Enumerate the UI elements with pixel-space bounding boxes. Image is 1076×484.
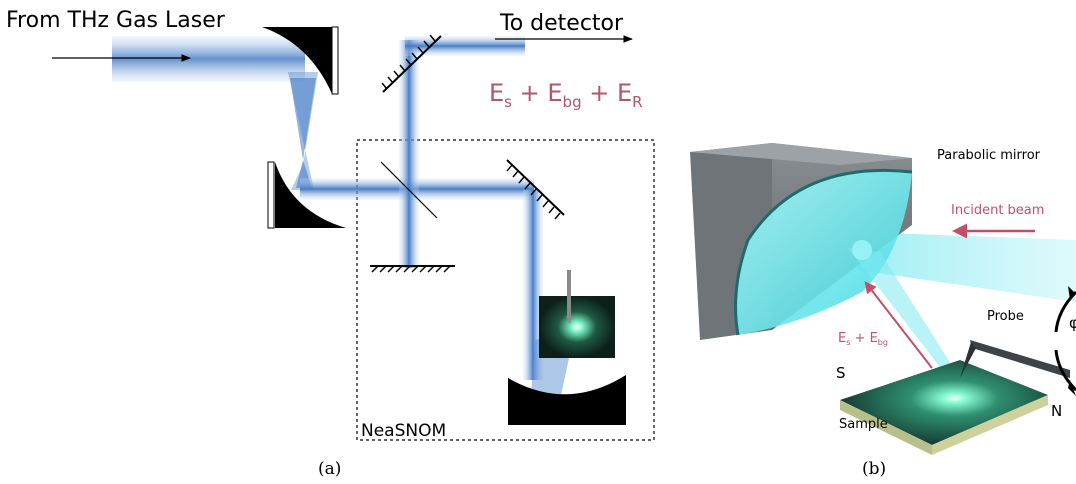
scatter-field-label: Es + Ebg <box>838 331 888 347</box>
panel-b: Parabolic mirror Incident beam Probe Es … <box>690 143 1076 479</box>
probe <box>960 340 1070 378</box>
beam-vertical-down <box>523 190 543 380</box>
caption-b: (b) <box>862 459 886 479</box>
scatter-arrow <box>864 281 933 369</box>
neasnom-box <box>356 139 655 441</box>
neasnom-label: NeaSNOM <box>361 421 446 441</box>
beamsplitter <box>380 161 438 219</box>
sample-label: Sample <box>839 417 888 432</box>
panel-a: From THz Gas Laser To detector Es + Ebg … <box>6 8 655 479</box>
input-beam <box>112 36 305 82</box>
incident-beam-b <box>858 232 1076 302</box>
lower-parabolic-mirror <box>267 161 346 229</box>
reference-mirror <box>370 265 455 273</box>
source-label: From THz Gas Laser <box>6 8 226 33</box>
caption-a: (a) <box>318 459 341 479</box>
beam-label: Incident beam <box>951 203 1044 218</box>
field-sum-label: Es + Ebg + ER <box>489 79 643 111</box>
flat-mirror-top <box>381 34 442 93</box>
upper-parabolic-mirror <box>262 26 339 95</box>
detector-label: To detector <box>499 11 624 36</box>
focus-cone-b <box>848 248 960 380</box>
mirror-label: Parabolic mirror <box>937 148 1041 163</box>
sample-plate-b <box>840 360 1048 455</box>
beam-vertical-up <box>399 40 419 268</box>
rotation-arrow <box>1054 286 1076 396</box>
sample-plate-a <box>539 270 615 358</box>
angle-label: φ <box>1069 314 1076 332</box>
south-label: S <box>836 364 846 382</box>
parabolic-surface <box>735 170 912 335</box>
north-label: N <box>1051 402 1062 420</box>
flat-mirror-right <box>506 159 565 220</box>
probe-label: Probe <box>987 309 1024 324</box>
focusing-mirror-bottom <box>508 375 626 425</box>
